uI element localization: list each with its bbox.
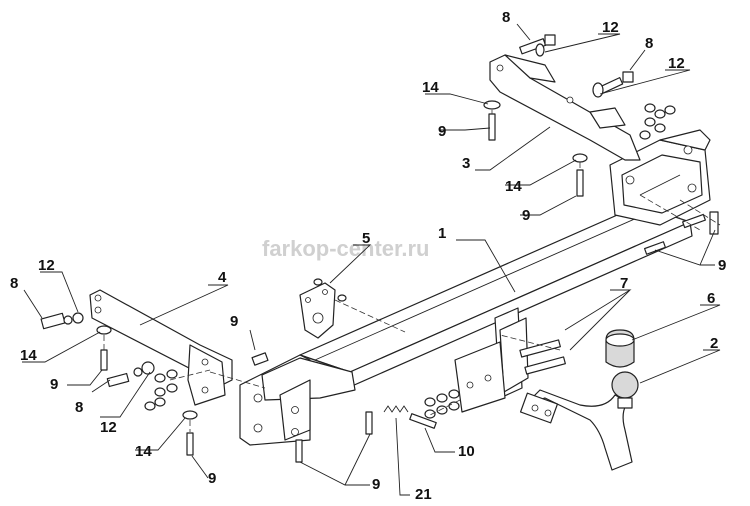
callout-5: 5	[362, 230, 370, 247]
callout-6: 6	[707, 290, 715, 307]
callout-12-right: 12	[668, 55, 685, 72]
callout-9-mid: 9	[522, 207, 530, 224]
callout-12-lower: 12	[100, 419, 117, 436]
callout-21: 21	[415, 486, 432, 503]
tow-ball-cap	[605, 329, 635, 368]
left-end-bracket	[239, 354, 356, 446]
socket-bracket	[299, 282, 336, 339]
left-side-bracket	[89, 289, 233, 406]
right-end-bracket	[609, 129, 711, 226]
callout-12-left: 12	[38, 257, 55, 274]
callout-leaders	[22, 23, 721, 496]
assembly-hidden-lines	[103, 110, 721, 432]
callout-2: 2	[710, 335, 718, 352]
fasteners	[40, 34, 719, 463]
callout-8-lower: 8	[75, 399, 83, 416]
callout-9-right: 9	[718, 257, 726, 274]
callout-labels: 1 2 3 4 5 6 7 8 8 8 8 9 9 9 9 9 9 9 10 1…	[10, 9, 726, 503]
watermark-text: farkop-center.ru	[262, 236, 430, 261]
tow-ball-assembly	[519, 371, 639, 471]
callout-14-left: 14	[20, 347, 37, 364]
callout-9-top: 9	[438, 123, 446, 140]
callout-8-right: 8	[645, 35, 653, 52]
callout-10: 10	[458, 443, 475, 460]
callout-3: 3	[462, 155, 470, 172]
callout-4: 4	[218, 269, 227, 286]
callout-12-top: 12	[602, 19, 619, 36]
callout-9-bottom: 9	[372, 476, 380, 493]
callout-9-left: 9	[50, 376, 58, 393]
callout-14-top: 14	[422, 79, 439, 96]
callout-9-bottom-left: 9	[208, 470, 216, 487]
top-side-bracket	[489, 54, 641, 161]
ball-mount-bracket	[454, 307, 529, 413]
callout-14-mid: 14	[505, 178, 522, 195]
callout-7: 7	[620, 275, 628, 292]
callout-8-top: 8	[502, 9, 510, 26]
callout-1: 1	[438, 225, 446, 242]
callout-8-left: 8	[10, 275, 18, 292]
callout-9-center: 9	[230, 313, 238, 330]
callout-14-lower: 14	[135, 443, 152, 460]
